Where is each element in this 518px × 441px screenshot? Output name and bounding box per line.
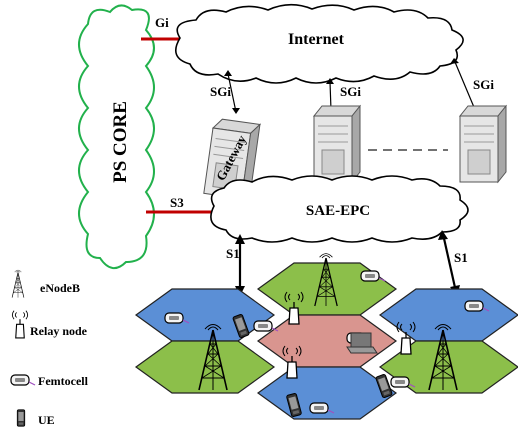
legend-label-relay-node: Relay node bbox=[30, 324, 88, 338]
gateway-server: Gateway bbox=[203, 117, 261, 201]
cell-devices bbox=[164, 252, 490, 418]
sgi-label-mid: SGi bbox=[340, 84, 361, 99]
laptop-icon bbox=[346, 332, 378, 354]
legend-label-enodeb: eNodeB bbox=[40, 281, 80, 295]
sgi-link-right bbox=[454, 61, 477, 113]
sgi-label-right: SGi bbox=[473, 77, 494, 92]
sgi-label-left: SGi bbox=[210, 84, 231, 99]
cell-upper-left bbox=[134, 288, 276, 342]
cell-center bbox=[256, 314, 398, 368]
femtocell-icon bbox=[253, 320, 279, 332]
legend-label-femtocell: Femtocell bbox=[38, 374, 89, 388]
s1-label-right: S1 bbox=[454, 250, 468, 265]
s1-link-right bbox=[441, 233, 458, 293]
ps-core-label: PS CORE bbox=[110, 101, 131, 183]
sgi-link-mid bbox=[329, 81, 332, 111]
s1-label-left: S1 bbox=[226, 246, 240, 261]
ps-core-cloud bbox=[78, 4, 155, 269]
tower-icon bbox=[11, 269, 25, 298]
gi-label: Gi bbox=[155, 15, 169, 30]
server-right bbox=[459, 105, 507, 183]
server-middle bbox=[313, 105, 361, 183]
s3-label: S3 bbox=[170, 195, 184, 210]
sae-epc-label: SAE-EPC bbox=[306, 203, 370, 219]
relay-node-icon bbox=[11, 310, 29, 339]
cell-grid bbox=[134, 262, 518, 420]
phone-icon bbox=[16, 409, 26, 427]
internet-cloud bbox=[174, 3, 464, 84]
cell-upper-right bbox=[378, 288, 518, 342]
sgi-link-left bbox=[227, 73, 237, 113]
sae-epc-cloud bbox=[210, 175, 469, 243]
femtocell-icon bbox=[10, 374, 36, 386]
legend: eNodeB Relay node Femtocell UE bbox=[10, 269, 89, 427]
femtocell-icon bbox=[360, 270, 386, 282]
legend-label-ue: UE bbox=[38, 413, 55, 427]
internet-label: Internet bbox=[288, 31, 345, 48]
